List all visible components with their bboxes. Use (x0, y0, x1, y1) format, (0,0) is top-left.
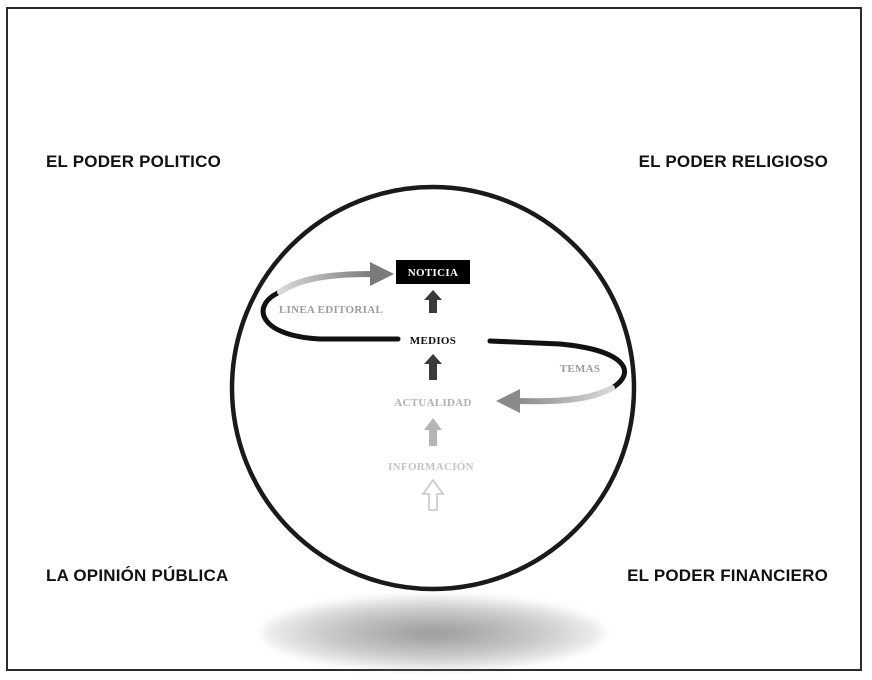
temas-arrowhead (496, 389, 520, 413)
noticia-label: NOTICIA (408, 267, 458, 279)
noticia-box (396, 260, 470, 284)
linea-editorial-label: LINEA EDITORIAL (279, 304, 383, 316)
corner-poder-politico: EL PODER POLITICO (46, 152, 221, 171)
arrow-up-informacion-to-actualidad (424, 418, 442, 446)
actualidad-label: ACTUALIDAD (394, 397, 472, 409)
temas-arrow (515, 385, 615, 405)
temas-loop-back (487, 338, 628, 391)
diagram-frame (6, 7, 862, 671)
sphere-shadow (262, 596, 604, 670)
linea-editorial-arrow (277, 271, 375, 295)
linea-editorial-arrowhead (370, 262, 394, 286)
informacion-label: INFORMACIÓN (388, 461, 474, 473)
corner-poder-religioso: EL PODER RELIGIOSO (638, 152, 828, 171)
corner-opinion-publica: LA OPINIÓN PÚBLICA (46, 566, 229, 585)
arrow-up-medios-to-noticia (424, 290, 442, 313)
medios-label: MEDIOS (410, 335, 456, 347)
temas-label: TEMAS (560, 363, 601, 375)
linea-editorial-loop-back (260, 289, 401, 342)
arrow-up-outline (421, 478, 445, 511)
arrow-up-actualidad-to-medios (424, 354, 442, 380)
sphere-circle (229, 184, 637, 592)
corner-poder-financiero: EL PODER FINANCIERO (627, 566, 828, 585)
